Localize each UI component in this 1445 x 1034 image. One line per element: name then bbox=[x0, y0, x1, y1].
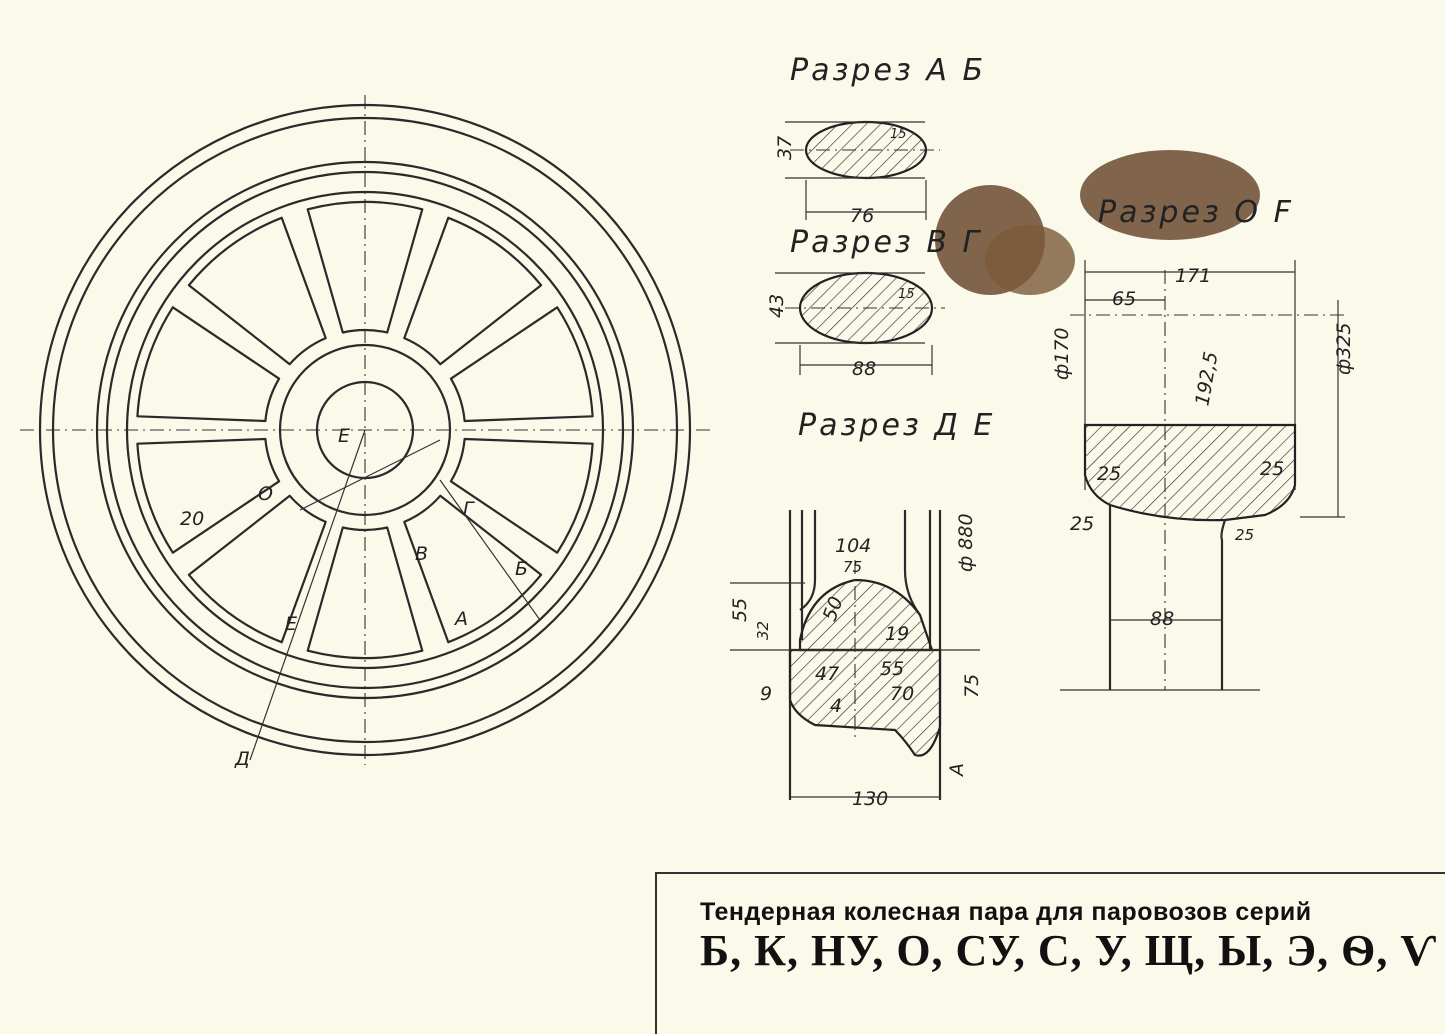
title-block bbox=[655, 872, 1445, 1034]
svg-text:9: 9 bbox=[760, 683, 772, 705]
svg-text:70: 70 bbox=[890, 683, 914, 705]
svg-text:ф170: ф170 bbox=[1051, 327, 1073, 380]
section-vg-label: Разрез В Г bbox=[790, 225, 982, 260]
svg-text:104: 104 bbox=[835, 535, 871, 557]
svg-text:25: 25 bbox=[1097, 463, 1121, 485]
section-de-label: Разрез Д Е bbox=[798, 408, 995, 443]
svg-text:171: 171 bbox=[1175, 265, 1211, 287]
svg-text:76: 76 bbox=[850, 205, 874, 227]
svg-text:15: 15 bbox=[898, 287, 915, 302]
section-de: Разрез Д Е 104 75 55 32 50 19 47 55 70 4… bbox=[729, 408, 995, 810]
svg-text:47: 47 bbox=[815, 663, 839, 685]
svg-text:88: 88 bbox=[852, 358, 876, 380]
svg-text:192,5: 192,5 bbox=[1191, 350, 1222, 407]
svg-text:4: 4 bbox=[830, 695, 842, 717]
wheel-label: 20 bbox=[180, 508, 204, 530]
svg-text:88: 88 bbox=[1150, 608, 1174, 630]
svg-text:55: 55 bbox=[880, 658, 904, 680]
wheel-label: Г bbox=[463, 498, 475, 520]
section-of-label: Разрез О F bbox=[1098, 195, 1294, 230]
title-line-2: Б, К, НУ, О, СУ, С, У, Щ, Ы, Э, Ѳ, Ѵ bbox=[700, 926, 1438, 975]
svg-text:25: 25 bbox=[1260, 458, 1284, 480]
svg-text:А: А bbox=[946, 763, 968, 778]
spoke-window bbox=[306, 200, 424, 334]
svg-text:25: 25 bbox=[1070, 513, 1094, 535]
spoke-window bbox=[136, 306, 281, 423]
spoke-window bbox=[187, 494, 327, 644]
spoke-window bbox=[449, 306, 594, 423]
svg-text:55: 55 bbox=[729, 598, 751, 622]
wheel-label: Е bbox=[338, 425, 350, 447]
spoke-window bbox=[403, 216, 543, 366]
section-ab: Разрез А Б 37 15 76 bbox=[774, 53, 986, 227]
spoke-window bbox=[449, 437, 594, 554]
wheel-labels: Е О 20 В Г Б А Е Д bbox=[180, 425, 528, 770]
wheel-label: О bbox=[258, 483, 273, 505]
svg-text:ф 880: ф 880 bbox=[955, 513, 977, 572]
spoke-window bbox=[306, 526, 424, 660]
wheel-front-view bbox=[20, 95, 710, 765]
svg-text:ф325: ф325 bbox=[1333, 322, 1355, 375]
svg-text:43: 43 bbox=[766, 294, 788, 318]
svg-text:15: 15 bbox=[890, 127, 907, 142]
spoke-window bbox=[403, 494, 543, 644]
svg-text:75: 75 bbox=[961, 674, 983, 698]
svg-text:37: 37 bbox=[774, 136, 796, 160]
svg-text:25: 25 bbox=[1235, 526, 1254, 544]
svg-text:75: 75 bbox=[843, 558, 862, 576]
wheel-label: Д bbox=[234, 748, 250, 770]
spoke-window bbox=[136, 437, 281, 554]
svg-text:65: 65 bbox=[1112, 288, 1136, 310]
stain bbox=[935, 150, 1260, 295]
svg-text:19: 19 bbox=[885, 623, 909, 645]
svg-text:130: 130 bbox=[852, 788, 888, 810]
spoke-window bbox=[187, 216, 327, 366]
wheel-label: А bbox=[453, 608, 468, 630]
wheel-label: В bbox=[415, 543, 428, 565]
section-vg: Разрез В Г 43 15 88 bbox=[766, 225, 982, 380]
section-of: Разрез О F 171 65 ф170 192,5 ф325 25 25 … bbox=[1051, 195, 1355, 691]
wheel-label: Б bbox=[515, 558, 528, 580]
wheel-label: Е bbox=[285, 613, 297, 635]
title-line-1: Тендерная колесная пара для паровозов се… bbox=[700, 898, 1312, 926]
svg-text:32: 32 bbox=[754, 621, 772, 640]
section-ab-label: Разрез А Б bbox=[790, 53, 986, 88]
